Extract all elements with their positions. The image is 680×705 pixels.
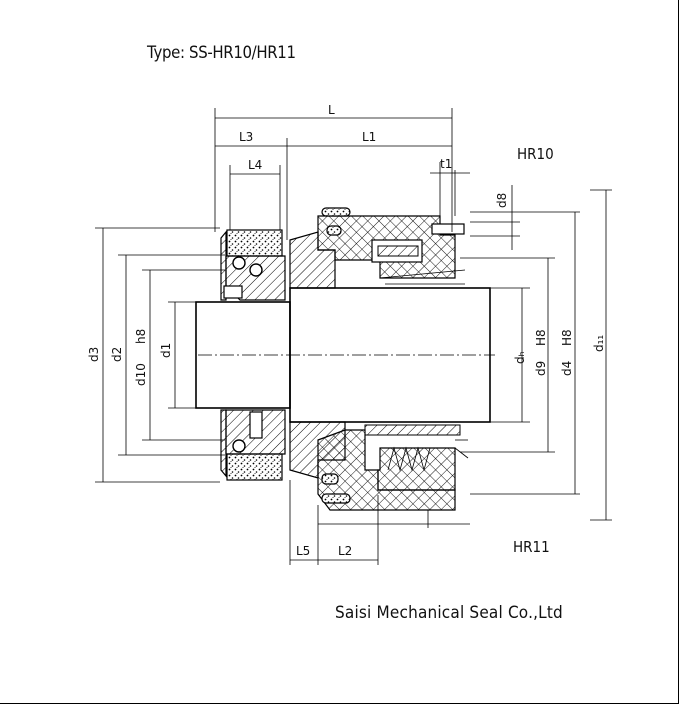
dim-d2: d2 [110,347,124,362]
dim-d1: d1 [159,343,173,358]
dim-t1: t1 [440,157,452,171]
stationary-seat [220,229,286,481]
dim-L3: L3 [239,130,253,144]
company-name: Saisi Mechanical Seal Co.,Ltd [335,603,563,623]
dim-H8-b: H8 [560,329,574,346]
dim-L5: L5 [296,544,310,558]
dim-d3: d3 [87,347,101,362]
dim-d11: d₁₁ [592,335,606,352]
rotary-assembly-top [289,207,466,289]
dim-L4: L4 [248,158,262,172]
dim-h8-left: h8 [134,329,148,344]
dim-d9: d9 [534,361,548,376]
dim-H8-a: H8 [534,329,548,346]
variant-label-hr10: HR10 [517,145,554,163]
dim-L: L [328,103,335,117]
dim-L1: L1 [362,130,376,144]
dim-d10: d10 [134,363,148,386]
dim-dh: dₕ [513,351,527,364]
dim-L2: L2 [338,544,352,558]
variant-label-hr11: HR11 [513,538,550,556]
drawing-title: Type: SS-HR10/HR11 [147,43,296,63]
shaft [195,287,491,423]
dim-d4: d4 [560,361,574,376]
dim-d8: d8 [495,193,509,208]
rotary-assembly-bottom [289,421,469,511]
